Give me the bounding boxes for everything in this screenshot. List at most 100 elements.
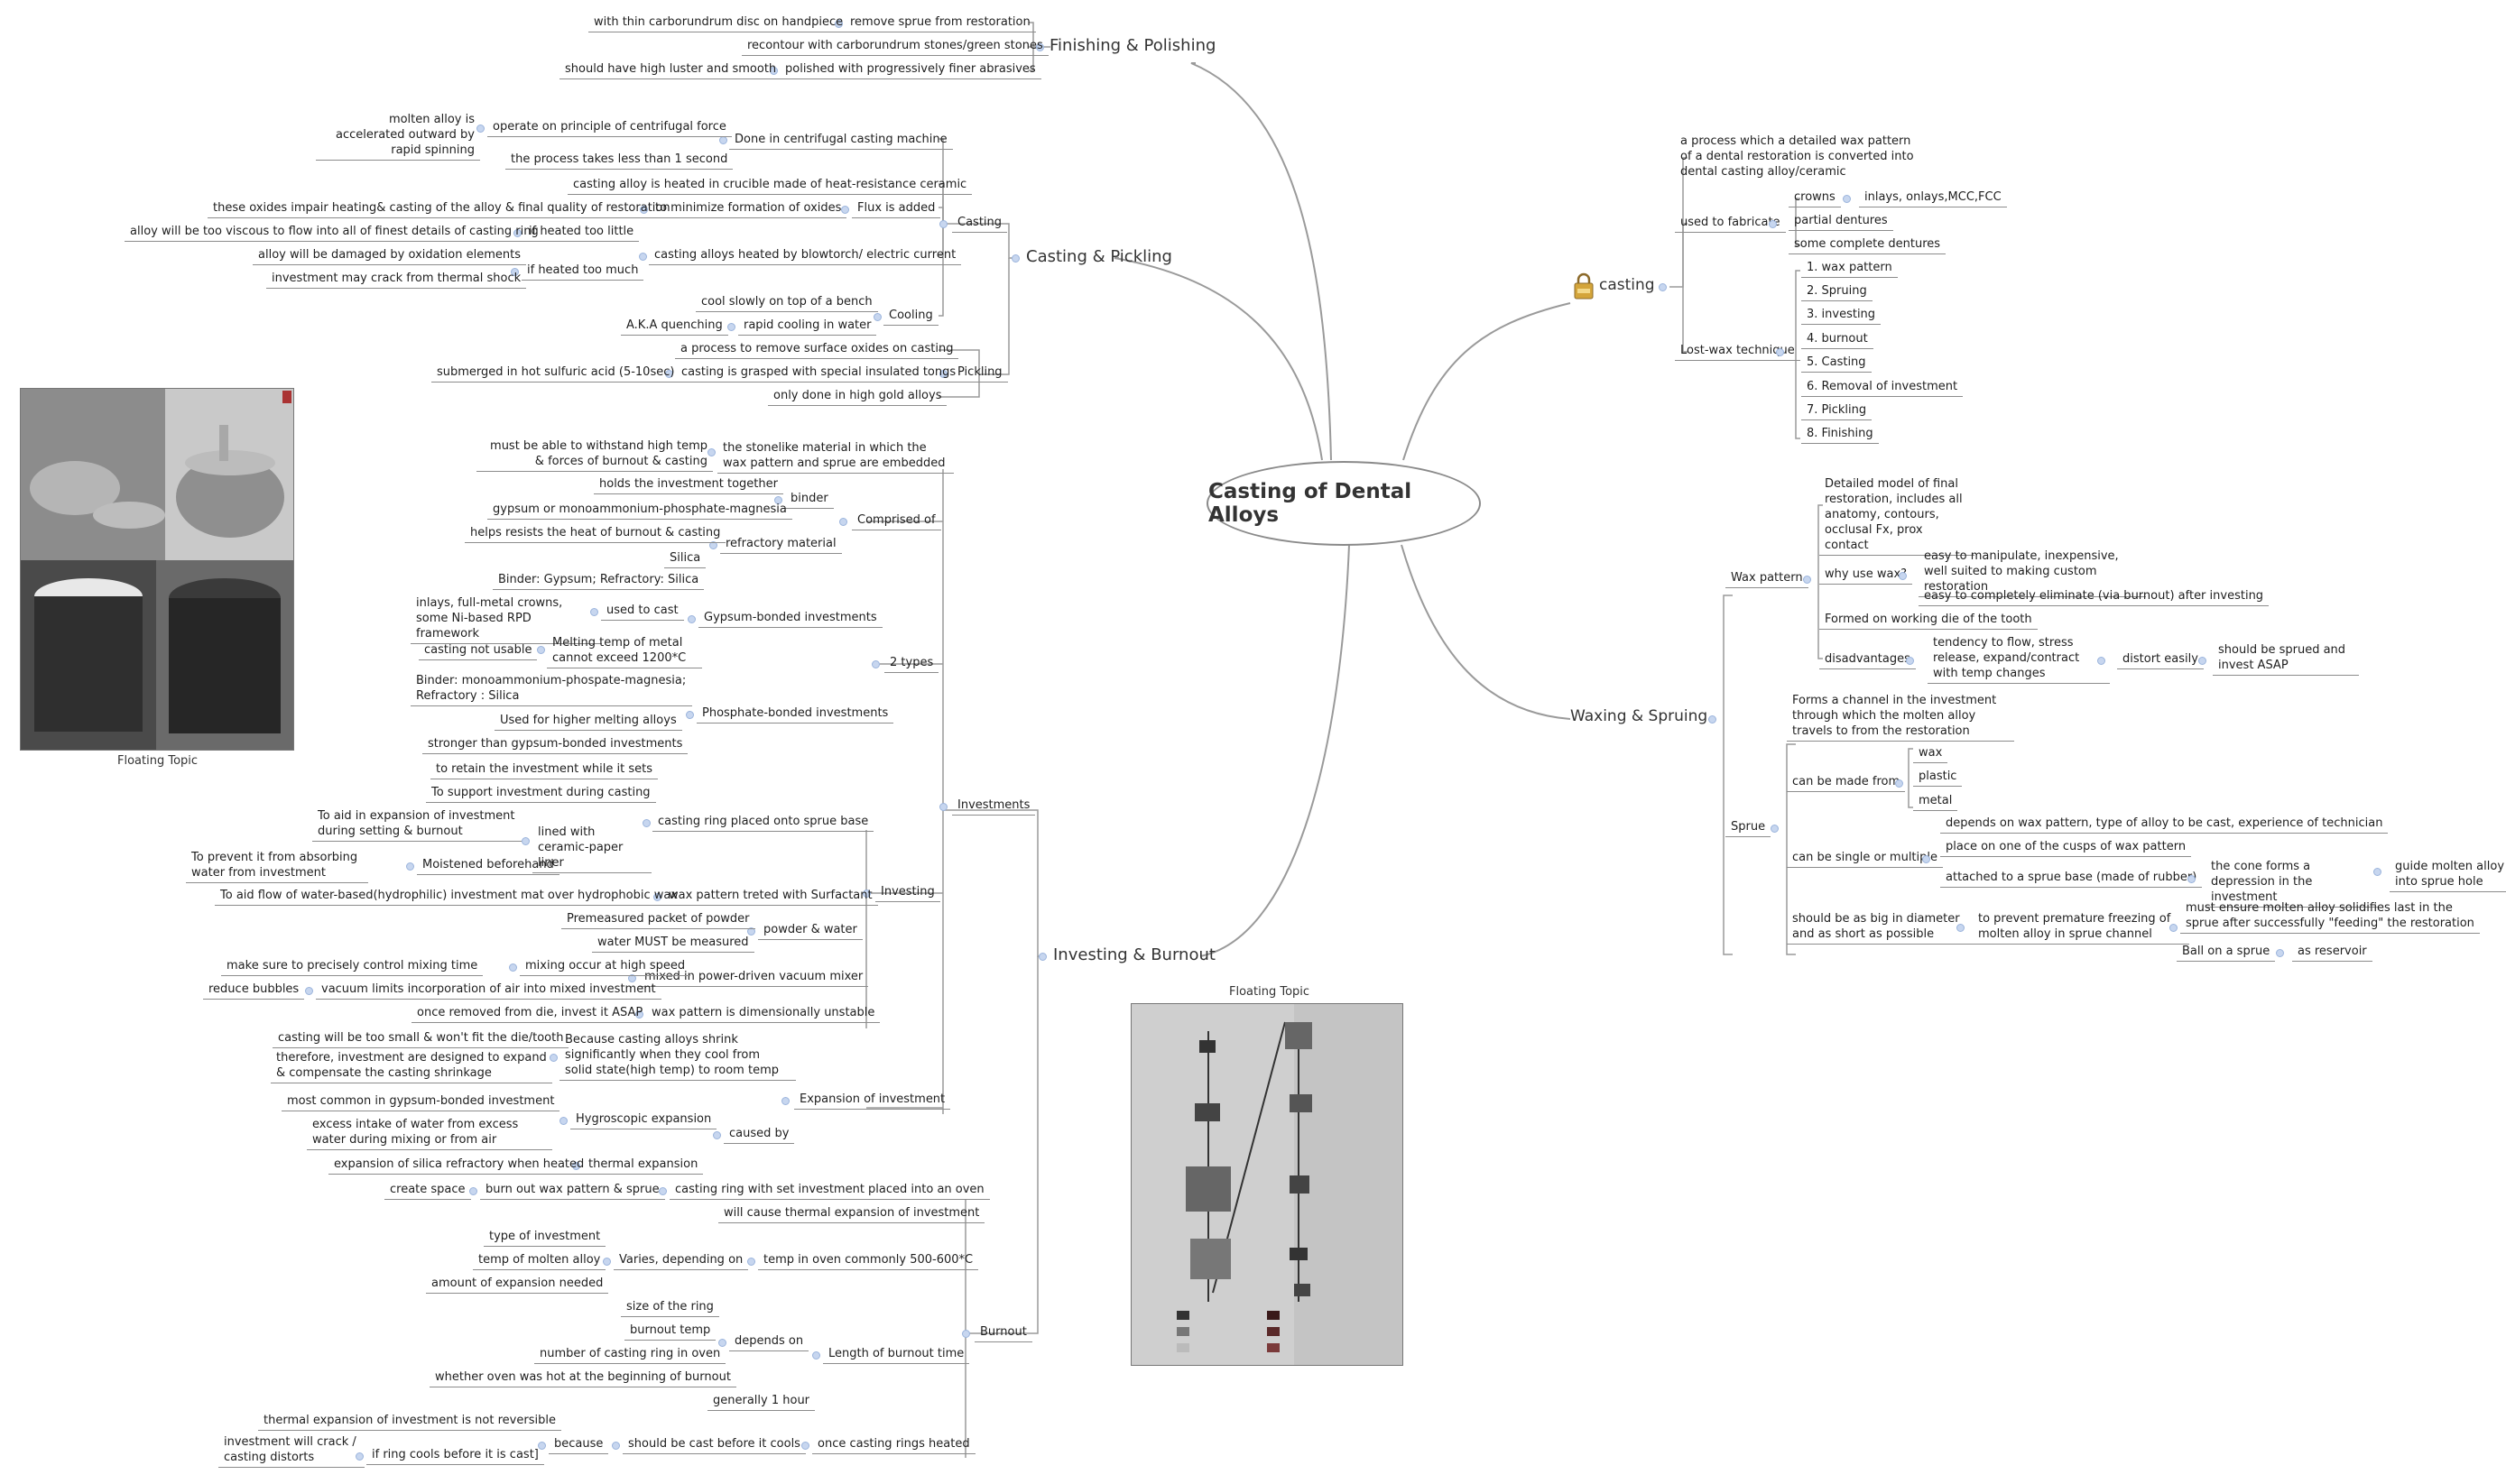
ws-node[interactable]: easy to completely eliminate (via burnou… [1919, 588, 2270, 606]
cp-node[interactable]: Cooling [883, 308, 939, 326]
casting-node[interactable]: crowns [1789, 189, 1841, 207]
ib-node[interactable]: mixing occur at high speed [520, 958, 691, 976]
cp-node[interactable]: submerged in hot sulfuric acid (5-10sec) [431, 364, 680, 383]
step-node[interactable]: 5. Casting [1801, 355, 1872, 373]
expand-dot[interactable] [653, 893, 661, 901]
expand-dot[interactable] [522, 837, 530, 845]
ib-node[interactable]: generally 1 hour [707, 1393, 816, 1411]
expand-dot[interactable] [1906, 657, 1914, 665]
ws-node[interactable]: easy to manipulate, inexpensive, well su… [1919, 548, 2146, 597]
ib-node[interactable]: should be cast before it cools [623, 1436, 806, 1454]
ib-node[interactable]: To aid flow of water-based(hydrophilic) … [215, 888, 684, 906]
floating-topic-label[interactable]: Floating Topic [1229, 985, 1310, 999]
expand-dot[interactable] [709, 541, 717, 549]
cp-node[interactable]: only done in high gold alloys [768, 388, 948, 406]
expand-dot[interactable] [639, 253, 647, 261]
casting-node[interactable]: used to fabricate [1675, 215, 1786, 233]
ws-node[interactable]: Ball on a sprue [2177, 944, 2276, 962]
ws-node[interactable]: can be made from [1787, 774, 1906, 792]
expand-dot[interactable] [537, 646, 545, 654]
expand-dot[interactable] [874, 313, 882, 321]
expand-dot[interactable] [939, 370, 948, 378]
ib-node[interactable]: Comprised of [852, 512, 941, 530]
cp-node[interactable]: if heated too little [523, 224, 640, 242]
cp-node[interactable]: operate on principle of centrifugal forc… [487, 119, 732, 137]
ws-node[interactable]: to prevent premature freezing of molten … [1973, 911, 2189, 945]
cp-node[interactable]: Casting [952, 215, 1008, 233]
casting-node[interactable]: a process which a detailed wax pattern o… [1680, 134, 1914, 179]
main-topic-finishing-polishing[interactable]: Finishing & Polishing [1050, 36, 1216, 55]
ws-node[interactable]: Forms a channel in the investment throug… [1787, 693, 2014, 742]
expand-dot[interactable] [707, 448, 716, 456]
cp-node[interactable]: casting alloys heated by blowtorch/ elec… [649, 247, 962, 265]
expand-dot[interactable] [686, 711, 694, 719]
expand-dot[interactable] [939, 220, 948, 228]
expand-dot[interactable] [476, 124, 485, 133]
ib-node[interactable]: casting will be too small & won't fit th… [273, 1030, 569, 1048]
expand-dot[interactable] [511, 268, 519, 276]
expand-dot[interactable] [1012, 254, 1020, 263]
expand-dot[interactable] [628, 974, 636, 982]
ws-node[interactable]: the cone forms a depression in the inves… [2205, 859, 2379, 908]
ib-node[interactable]: if ring cools before it is cast] [366, 1447, 544, 1465]
expand-dot[interactable] [513, 229, 522, 237]
ib-node[interactable]: Binder: Gypsum; Refractory: Silica [493, 572, 705, 590]
ws-node[interactable]: Detailed model of final restoration, inc… [1819, 476, 1974, 556]
ib-node[interactable]: burn out wax pattern & sprue [480, 1182, 665, 1200]
ib-node[interactable]: Investing [875, 884, 940, 902]
ws-node[interactable]: depends on wax pattern, type of alloy to… [1940, 816, 2389, 834]
expand-dot[interactable] [688, 615, 696, 623]
cp-node[interactable]: alloy will be too viscous to flow into a… [125, 224, 544, 242]
expand-dot[interactable] [812, 1351, 820, 1360]
expand-dot[interactable] [1708, 715, 1716, 724]
ib-node[interactable]: excess intake of water from excess water… [307, 1117, 552, 1150]
casting-node[interactable]: partial dentures [1789, 213, 1893, 231]
ws-node[interactable]: can be single or multiple [1787, 850, 1944, 868]
expand-dot[interactable] [1803, 576, 1811, 584]
step-node[interactable]: 8. Finishing [1801, 426, 1879, 444]
ws-node[interactable]: tendency to flow, stress release, expand… [1928, 635, 2110, 684]
ib-node[interactable]: To prevent it from absorbing water from … [186, 850, 368, 883]
ws-node[interactable]: wax [1913, 745, 1948, 763]
ws-node[interactable]: attached to a sprue base (made of rubber… [1940, 870, 2203, 888]
ib-node[interactable]: Investments [952, 797, 1036, 816]
ws-node[interactable]: metal [1913, 793, 1958, 811]
expand-dot[interactable] [1039, 953, 1047, 961]
expand-dot[interactable] [801, 1442, 809, 1450]
ib-node[interactable]: refractory material [720, 536, 842, 554]
main-topic-investing-burnout[interactable]: Investing & Burnout [1053, 945, 1216, 964]
ib-node[interactable]: Silica [664, 550, 707, 568]
expand-dot[interactable] [538, 1442, 546, 1450]
expand-dot[interactable] [841, 206, 849, 214]
ib-node[interactable]: To aid in expansion of investment during… [312, 808, 522, 842]
ib-node[interactable]: wax pattern treted with Surfactant [663, 888, 878, 906]
expand-dot[interactable] [1776, 348, 1784, 356]
floating-topic-label[interactable]: Floating Topic [117, 754, 199, 768]
ib-node[interactable]: amount of expansion needed [426, 1276, 609, 1294]
central-topic[interactable]: Casting of Dental Alloys [1207, 461, 1481, 546]
expand-dot[interactable] [659, 1187, 667, 1195]
ib-node[interactable]: the stonelike material in which the wax … [717, 440, 954, 474]
main-topic-waxing-spruing[interactable]: Waxing & Spruing [1570, 707, 1708, 725]
ib-node[interactable]: lined with ceramic-paper liner [532, 825, 652, 873]
ws-node[interactable]: Formed on working die of the tooth [1819, 612, 2038, 630]
ib-node[interactable]: holds the investment together [594, 476, 783, 494]
ws-node[interactable]: Wax pattern [1725, 570, 1808, 588]
ws-node[interactable]: Sprue [1725, 819, 1771, 837]
ws-node[interactable]: guide molten alloy into sprue hole [2390, 859, 2506, 892]
casting-node[interactable]: Lost-wax technique [1675, 343, 1800, 361]
ib-node[interactable]: Moistened beforehand [417, 857, 559, 875]
ib-node[interactable]: used to cast [601, 603, 684, 621]
ib-node[interactable]: Binder: monoammonium-phospate-magnesia; … [411, 673, 692, 706]
ib-node[interactable]: helps resists the heat of burnout & cast… [465, 525, 726, 543]
ib-node[interactable]: expansion of silica refractory when heat… [328, 1157, 590, 1175]
casting-node[interactable]: some complete dentures [1789, 236, 1947, 254]
expand-dot[interactable] [2169, 924, 2178, 932]
ib-node[interactable]: wax pattern is dimensionally unstable [646, 1005, 881, 1023]
ib-node[interactable]: Because casting alloys shrink significan… [559, 1032, 796, 1081]
ws-node[interactable]: plastic [1913, 769, 1963, 787]
ib-node[interactable]: vacuum limits incorporation of air into … [316, 982, 661, 1000]
ib-node[interactable]: to retain the investment while it sets [430, 761, 659, 779]
cp-node[interactable]: to minimize formation of oxides [650, 200, 847, 218]
ib-node[interactable]: most common in gypsum-bonded investment [282, 1093, 560, 1111]
